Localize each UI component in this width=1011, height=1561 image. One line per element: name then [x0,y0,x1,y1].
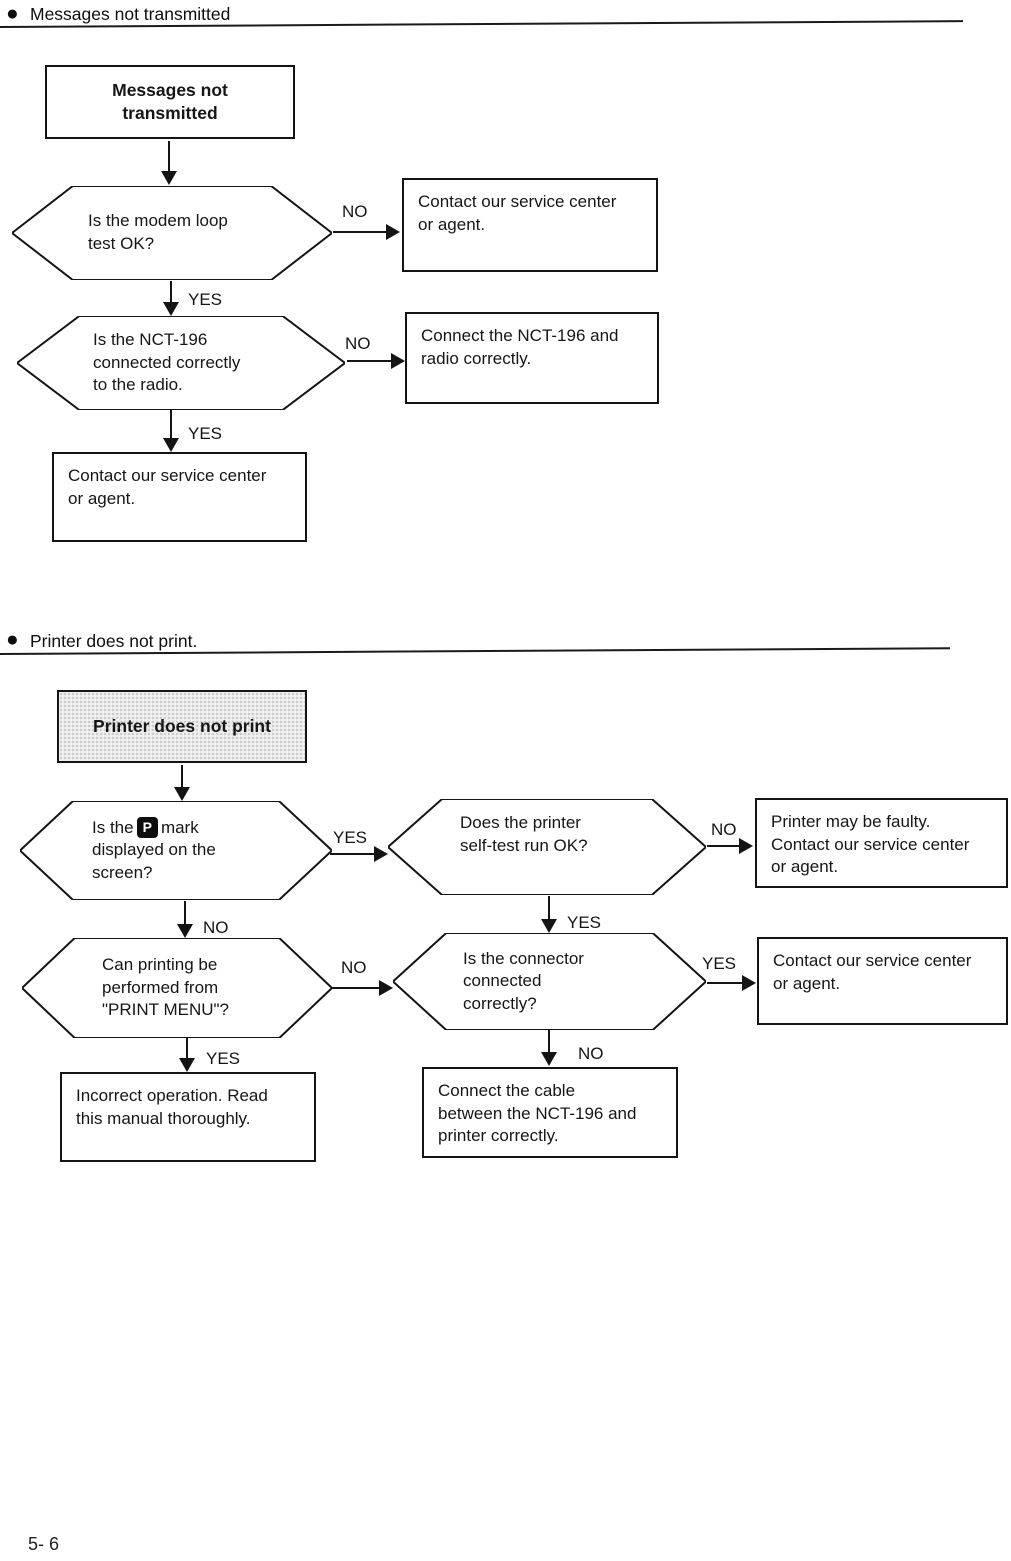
branch-label-no: NO [578,1044,604,1063]
branch-label-no: NO [203,918,229,937]
bullet-icon: ● [6,628,19,651]
connector-line [184,901,186,926]
decision-label: Is the connector connected correctly? [463,948,584,1013]
bullet-icon: ● [6,2,19,25]
section-heading-messages: Messages not transmitted [30,4,231,24]
hexagon-shape [22,938,332,1038]
arrowhead-down-icon [163,302,179,316]
decision-label: Is the NCT-196 connected correctly to th… [93,330,241,395]
connector-line [168,141,170,173]
branch-label-no: NO [711,820,737,839]
branch-label-yes: YES [333,828,368,847]
decision-label-rest: displayed on the screen? [92,840,216,882]
decision-label: Is the modem loop test OK? [88,211,228,253]
start-box-messages: Messages not transmitted [45,65,295,139]
result-label: Connect the cable between the NCT-196 an… [438,1081,637,1146]
result-contact-service-1: Contact our service center or agent. [402,178,658,272]
connector-line [186,1038,188,1060]
result-label: Contact our service center or agent. [773,951,972,993]
arrowhead-right-icon [379,980,393,996]
decision-print-menu: Can printing be performed from "PRINT ME… [22,938,332,1038]
hexagon-shape [388,799,706,895]
arrowhead-down-icon [174,787,190,801]
branch-label-yes: YES [188,424,223,443]
arrowhead-right-icon [739,838,753,854]
hexagon-shape [393,933,706,1030]
branch-label-yes: YES [702,954,737,973]
arrowhead-right-icon [386,224,400,240]
result-label: Printer may be faulty. Contact our servi… [771,812,970,877]
section-heading-printer: Printer does not print. [30,631,198,651]
arrowhead-down-icon [163,438,179,452]
connector-line [548,896,550,921]
arrowhead-right-icon [391,353,405,369]
arrowhead-down-icon [177,924,193,938]
start-box-label: Messages not transmitted [112,79,228,123]
connector-line [330,853,376,855]
result-incorrect-operation: Incorrect operation. Read this manual th… [60,1072,316,1162]
result-label: Connect the NCT-196 and radio correctly. [421,326,619,368]
result-label: Contact our service center or agent. [68,466,267,508]
arrowhead-down-icon [541,1052,557,1066]
p-mark-text-post: mark [160,817,199,837]
start-box-label: Printer does not print [93,715,271,736]
arrowhead-right-icon [742,975,756,991]
connector-line [707,982,744,984]
page-number: 5- 6 [28,1534,60,1554]
result-printer-faulty: Printer may be faulty. Contact our servi… [755,798,1008,888]
result-connect-cable: Connect the cable between the NCT-196 an… [422,1067,678,1158]
arrowhead-right-icon [374,846,388,862]
decision-label: Does the printer self-test run OK? [460,813,588,855]
connector-line [331,987,381,989]
arrowhead-down-icon [161,171,177,185]
decision-modem-loop: Is the modem loop test OK? [12,186,332,280]
result-contact-service-3: Contact our service center or agent. [757,937,1008,1025]
arrowhead-down-icon [179,1058,195,1072]
connector-line [333,231,388,233]
hexagon-shape [20,801,332,900]
p-mark-text-pre: Is the [92,817,134,837]
result-connect-radio: Connect the NCT-196 and radio correctly. [405,312,659,404]
start-box-printer: Printer does not print [57,690,307,763]
branch-label-no: NO [342,202,368,221]
connector-line [548,1030,550,1054]
decision-label: Can printing be performed from "PRINT ME… [102,955,229,1020]
connector-line [181,765,183,789]
decision-nct196-connected: Is the NCT-196 connected correctly to th… [17,316,345,410]
p-mark-badge: P [136,816,158,838]
connector-line [170,281,172,305]
connector-line [707,845,741,847]
result-contact-service-2: Contact our service center or agent. [52,452,307,542]
hexagon-shape [12,186,332,280]
result-label: Incorrect operation. Read this manual th… [76,1086,268,1128]
decision-connector: Is the connector connected correctly? [393,933,706,1030]
branch-label-yes: YES [206,1049,241,1068]
connector-line [170,410,172,440]
connector-line [347,360,393,362]
branch-label-no: NO [341,958,367,977]
arrowhead-down-icon [541,919,557,933]
branch-label-yes: YES [188,290,223,309]
branch-label-no: NO [345,334,371,353]
branch-label-yes: YES [567,913,602,932]
result-label: Contact our service center or agent. [418,192,617,234]
hexagon-shape [17,316,345,410]
decision-printer-selftest: Does the printer self-test run OK? [388,799,706,895]
